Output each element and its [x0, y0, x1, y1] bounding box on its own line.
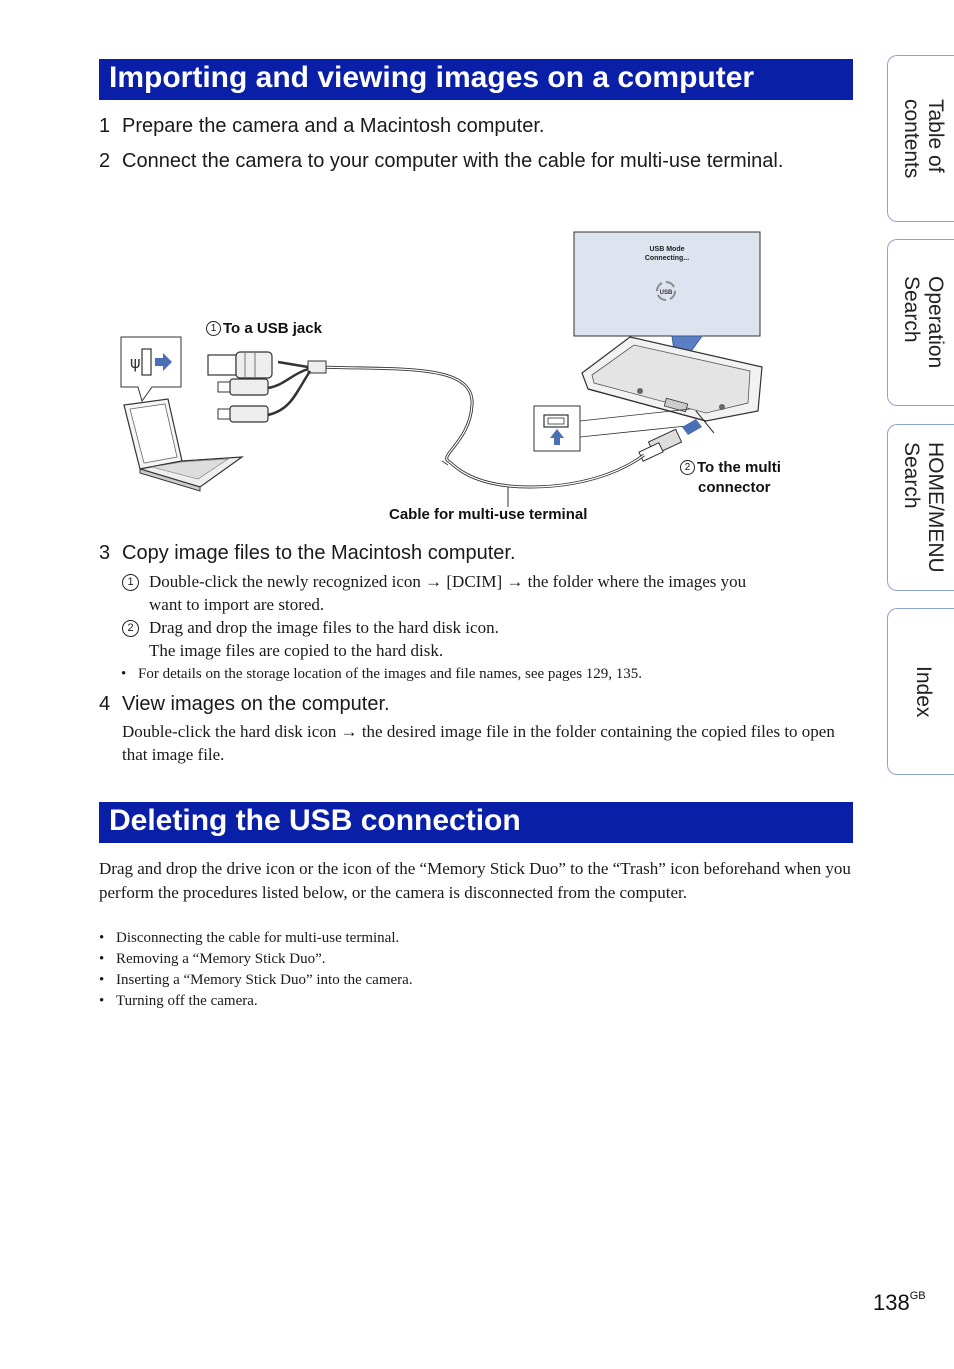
step-1: 1 Prepare the camera and a Macintosh com…: [99, 111, 853, 141]
step-number: 1: [99, 115, 111, 137]
multi-connector-plug: [638, 419, 702, 462]
step-3-substep-2: 2 Drag and drop the image files to the ha…: [122, 616, 853, 662]
bullet: •: [99, 993, 105, 1009]
step-2: 2 Connect the camera to your computer wi…: [99, 146, 789, 176]
tab-home-menu-search[interactable]: HOME/MENU Search: [887, 424, 954, 591]
laptop-icon: [123, 398, 245, 492]
tab-label: Index: [912, 665, 935, 718]
connection-illustration: USB: [120, 231, 763, 507]
substep-text: Drag and drop the image files to the har…: [149, 618, 499, 637]
lcd-line-2: Connecting...: [644, 255, 690, 262]
list-item-text: Removing a “Memory Stick Duo”.: [116, 951, 326, 967]
list-item: • Inserting a “Memory Stick Duo” into the…: [99, 970, 853, 991]
step-4-text: Double-click the hard disk icon → the de…: [122, 722, 835, 764]
substep-text: Double-click the newly recognized icon →…: [149, 572, 747, 591]
lcd-line-1: USB Mode: [649, 246, 685, 253]
tab-table-of-contents[interactable]: Table of contents: [887, 55, 954, 222]
tab-label: Table of contents: [900, 98, 947, 179]
bullet: •: [99, 930, 105, 946]
bullet-list: • Disconnecting the cable for multi-use t…: [99, 928, 853, 1012]
usb-plug: [207, 351, 273, 379]
step-text: Connect the camera to your computer with…: [122, 150, 784, 172]
multi-connector-callout: [533, 405, 697, 452]
av-plug: [217, 378, 269, 423]
page-number-suffix: GB: [909, 1290, 926, 1302]
page-number: 138GB: [873, 1290, 926, 1316]
step-number: 4: [99, 693, 111, 715]
label-cable: Cable for multi-use terminal: [389, 506, 588, 523]
svg-text:USB: USB: [660, 290, 673, 296]
tab-label: HOME/MENU Search: [900, 442, 947, 573]
circled-number: 2: [122, 620, 139, 637]
label-text-line-2: connector: [698, 479, 771, 496]
substep-text-cont: The image files are copied to the hard d…: [149, 641, 444, 660]
section-title-importing: Importing and viewing images on a comput…: [99, 59, 853, 100]
tab-label: Operation Search: [900, 276, 947, 369]
list-item: • Disconnecting the cable for multi-use t…: [99, 928, 853, 949]
step-text: Prepare the camera and a Macintosh compu…: [122, 115, 545, 137]
note-text: For details on the storage location of t…: [138, 666, 643, 682]
step-4: 4 View images on the computer.: [99, 689, 853, 719]
page-number-value: 138: [873, 1290, 910, 1315]
step-number: 3: [99, 542, 111, 564]
camera-icon: [581, 336, 763, 434]
usb-port-callout: ψ: [120, 336, 182, 403]
circled-number: 2: [680, 460, 695, 475]
step-3-substep-1: 1 Double-click the newly recognized icon …: [122, 570, 853, 616]
step-3: 3 Copy image files to the Macintosh comp…: [99, 538, 853, 568]
step-text: Copy image files to the Macintosh comput…: [122, 542, 516, 564]
list-item: • Turning off the camera.: [99, 991, 853, 1012]
bullet: •: [121, 666, 127, 682]
deleting-paragraph: Drag and drop the drive icon or the icon…: [99, 859, 851, 902]
bullet: •: [99, 972, 105, 988]
circled-number: 1: [206, 321, 221, 336]
step-number: 2: [99, 150, 111, 172]
tab-operation-search[interactable]: Operation Search: [887, 239, 954, 406]
circled-number: 1: [122, 574, 139, 591]
usb-connecting-icon: USB: [656, 281, 676, 301]
step-text: View images on the computer.: [122, 693, 390, 715]
step-3-note: • For details on the storage location of…: [121, 664, 853, 685]
svg-text:ψ: ψ: [130, 353, 141, 372]
connection-diagram: USB: [110, 225, 810, 530]
lcd-screen: [573, 231, 761, 337]
list-item-text: Inserting a “Memory Stick Duo” into the …: [116, 972, 413, 988]
label-text: To the multi: [697, 459, 781, 476]
list-item: • Removing a “Memory Stick Duo”.: [99, 949, 853, 970]
bullet: •: [99, 951, 105, 967]
lcd-message: USB Mode Connecting...: [574, 245, 760, 263]
tab-index[interactable]: Index: [887, 608, 954, 775]
substep-text-cont: want to import are stored.: [149, 595, 325, 614]
list-item-text: Disconnecting the cable for multi-use te…: [116, 930, 400, 946]
list-item-text: Turning off the camera.: [116, 993, 258, 1009]
label-text: To a USB jack: [223, 320, 322, 337]
section-title-deleting-usb: Deleting the USB connection: [99, 802, 853, 843]
